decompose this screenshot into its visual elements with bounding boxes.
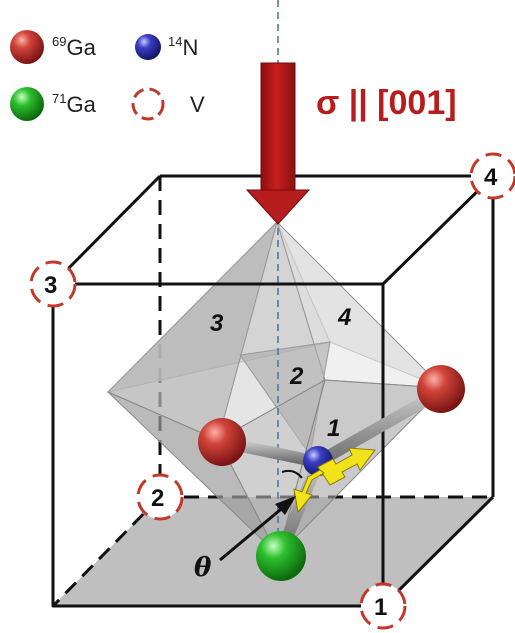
vacancy-site-1: 1 — [359, 582, 407, 630]
site-label-1: 1 — [374, 594, 387, 621]
theta-arc — [281, 469, 303, 479]
ga69-atom-left — [198, 418, 246, 466]
site-label-3: 3 — [44, 272, 57, 299]
ga71-atom-bottom — [256, 531, 306, 581]
bond-n-ga-right — [312, 386, 447, 468]
stress-label: σ || [001] — [316, 84, 457, 122]
yellow-axis-right — [317, 447, 376, 486]
svg-text:14N: 14N — [168, 34, 198, 60]
ga71-legend-sup: 71 — [52, 91, 66, 106]
theta-label: θ — [194, 553, 212, 583]
site-label-2: 2 — [151, 485, 164, 512]
vacancy-site-4: 4 — [469, 152, 515, 200]
yellow-axes — [293, 447, 376, 514]
yellow-axis-down — [293, 469, 325, 514]
vacancy-site-2: 2 — [136, 473, 184, 521]
n14-legend-sup: 14 — [168, 34, 182, 49]
stress-arrow — [245, 62, 311, 225]
ga69-legend-sup: 69 — [52, 34, 66, 49]
vacancy-legend-label: V — [190, 92, 205, 117]
n14-legend-label: N — [182, 35, 198, 60]
ga69-legend-ball — [10, 30, 44, 64]
face-label-4: 4 — [337, 304, 351, 331]
legend: 69Ga 14N 71Ga V — [10, 30, 205, 121]
vacancy-legend-icon — [131, 87, 165, 121]
site-label-4: 4 — [484, 164, 498, 191]
ga69-legend-label: Ga — [66, 35, 96, 60]
svg-text:69Ga: 69Ga — [52, 34, 97, 60]
face-label-1: 1 — [327, 415, 340, 442]
vacancy-site-3: 3 — [29, 260, 77, 308]
ga71-legend-label: Ga — [66, 92, 96, 117]
face-label-2: 2 — [289, 363, 304, 390]
n14-legend-ball — [135, 34, 161, 60]
theta-pointer — [219, 496, 296, 562]
ga71-legend-ball — [10, 87, 44, 121]
cube-hidden-edges — [51, 176, 493, 608]
ga69-atom-right — [417, 365, 465, 413]
octahedron — [106, 220, 445, 557]
svg-text:71Ga: 71Ga — [52, 91, 97, 117]
face-label-3: 3 — [210, 310, 224, 337]
